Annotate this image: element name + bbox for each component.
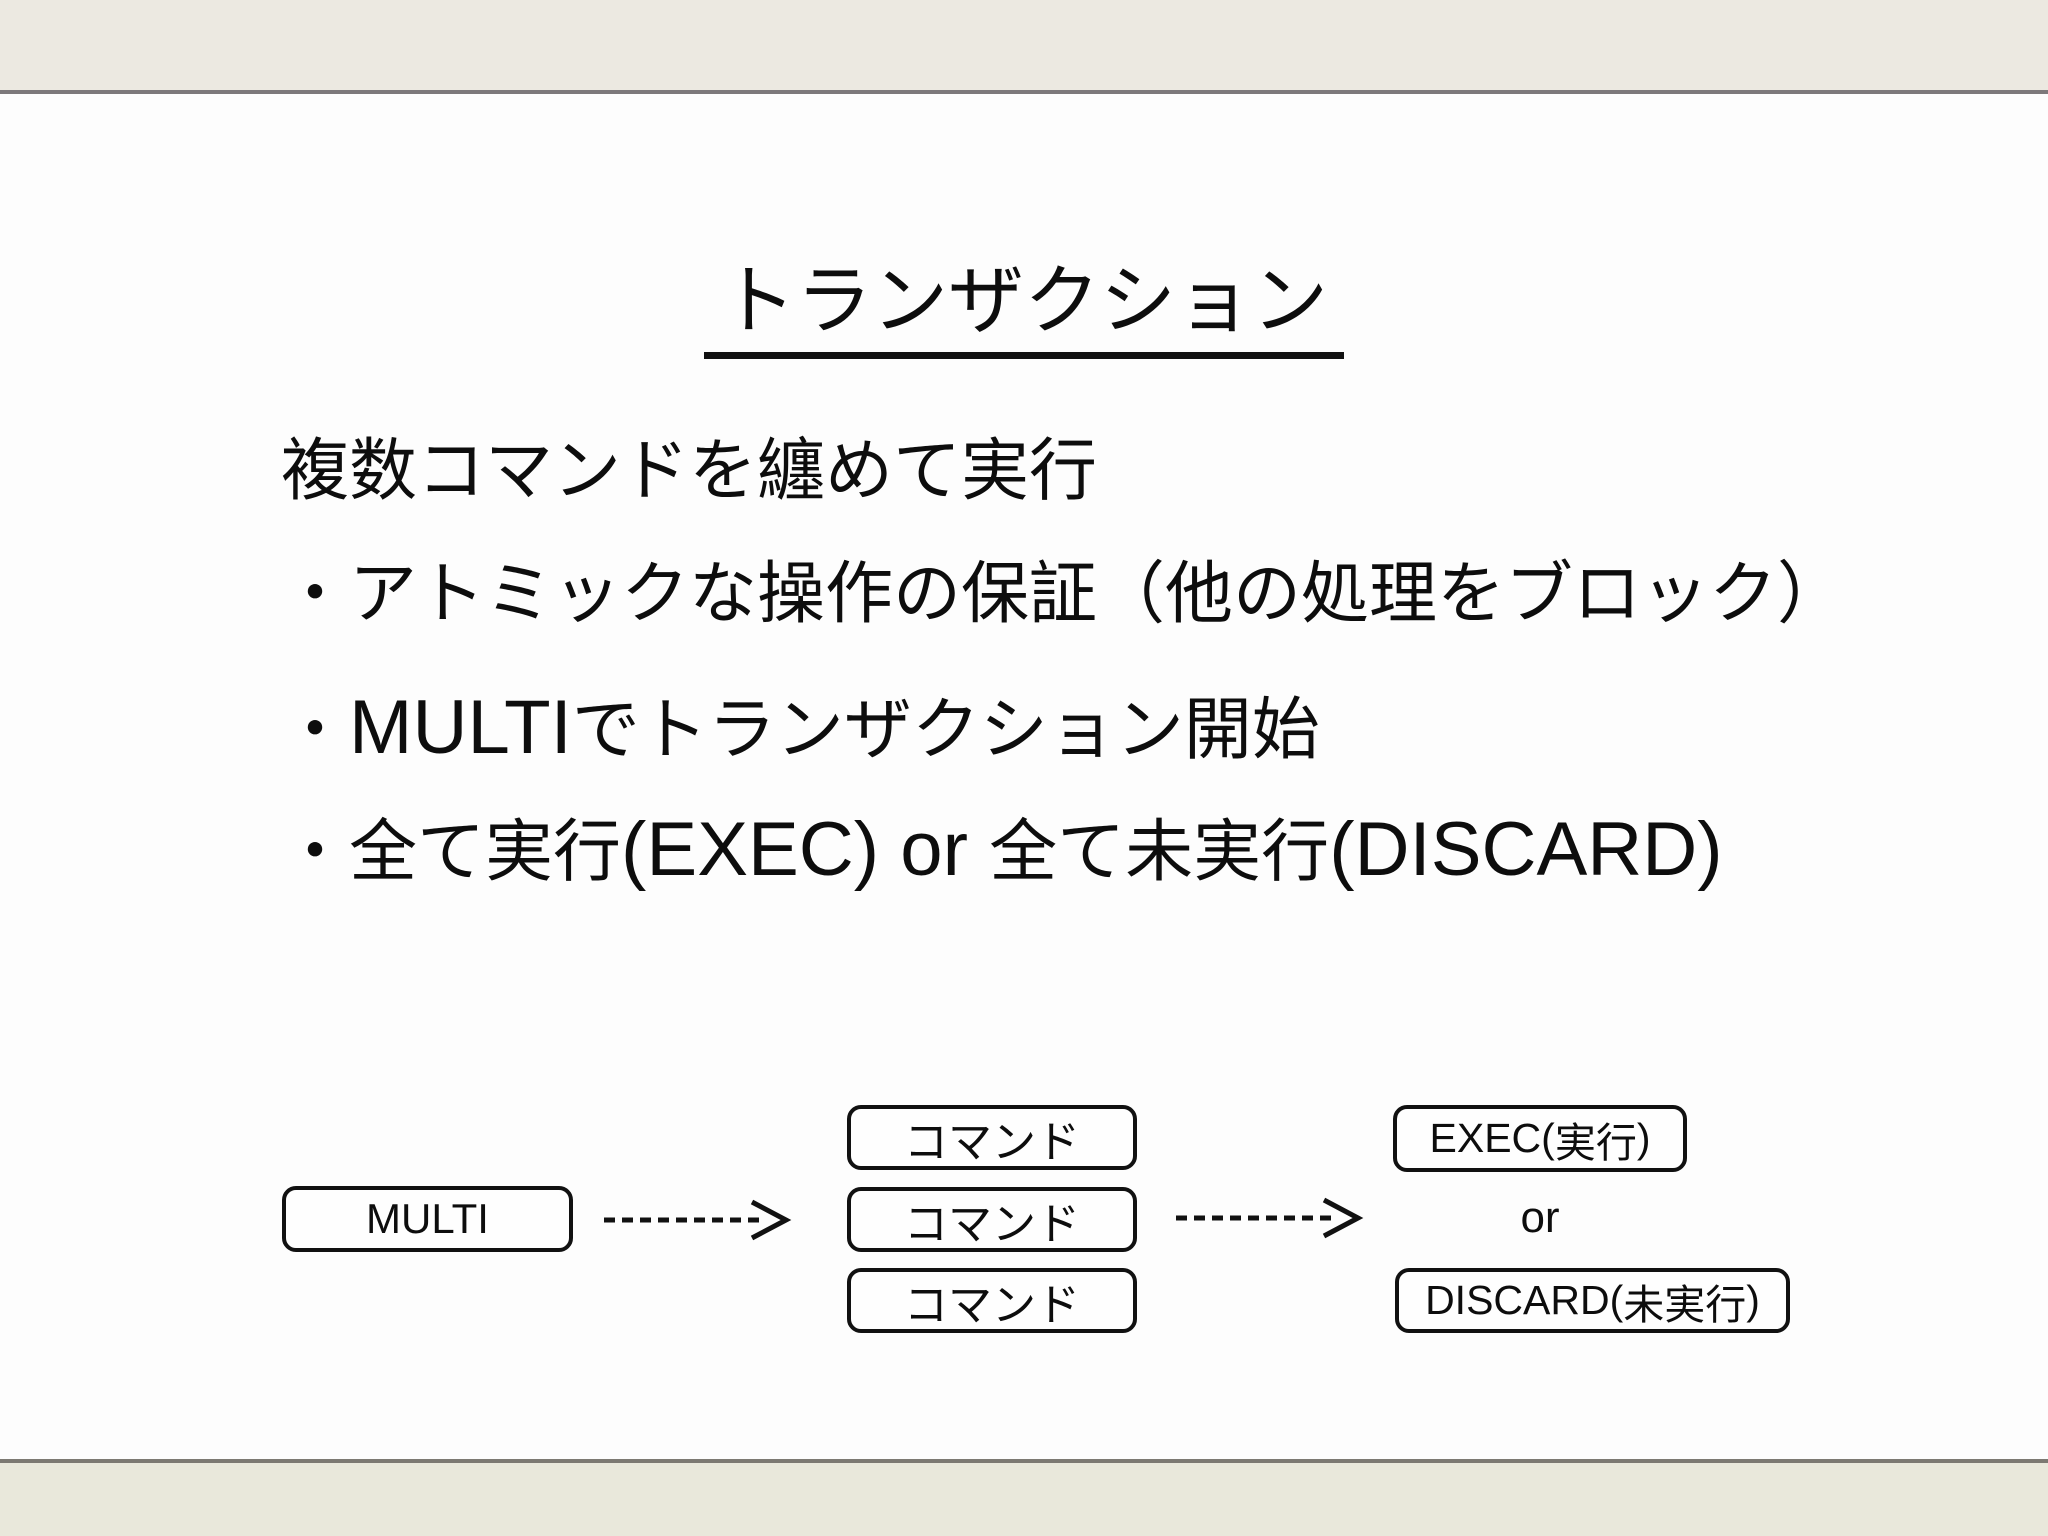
command-node-2: コマンド xyxy=(847,1187,1137,1252)
or-label: or xyxy=(1520,1193,1560,1242)
discard-node-jp: 未実行 xyxy=(1623,1281,1747,1328)
command-node-1-label: コマンド xyxy=(904,1117,1080,1167)
bullet-atomic: ・アトミックな操作の保証（他の処理をブロック） xyxy=(281,560,1845,628)
bullet-exec-latin1: (EXEC) or xyxy=(621,807,990,892)
bullet-exec-jp2: 全て未実行 xyxy=(989,814,1330,890)
bullet-exec-latin2: (DISCARD) xyxy=(1329,807,1723,892)
bullet-marker: ・ xyxy=(281,692,350,768)
exec-node: EXEC(実行) xyxy=(1393,1105,1687,1172)
slide-title-text: トランザクション xyxy=(704,258,1344,359)
intro-text: 複数コマンドを纏めて実行 xyxy=(281,433,1098,509)
intro-line: 複数コマンドを纏めて実行 xyxy=(281,437,1097,505)
discard-node-close: ) xyxy=(1746,1277,1760,1323)
dashed-arrow-right xyxy=(1176,1197,1364,1239)
command-node-1: コマンド xyxy=(847,1105,1137,1170)
top-bar xyxy=(0,0,2048,94)
command-node-3: コマンド xyxy=(847,1268,1137,1333)
discard-node-latin: DISCARD( xyxy=(1425,1277,1624,1323)
exec-node-jp: 実行 xyxy=(1554,1119,1637,1166)
command-node-3-label: コマンド xyxy=(904,1280,1080,1330)
discard-node: DISCARD(未実行) xyxy=(1395,1268,1790,1333)
exec-node-close: ) xyxy=(1636,1115,1651,1161)
bullet-exec-discard: ・全て実行(EXEC) or 全て未実行(DISCARD) xyxy=(281,811,1723,890)
bullet-exec-jp1: 全て実行 xyxy=(349,814,622,890)
bullet-marker: ・ xyxy=(281,556,350,632)
exec-node-latin: EXEC( xyxy=(1429,1115,1555,1161)
bottom-bar xyxy=(0,1459,2048,1536)
dashed-arrow-left xyxy=(604,1199,792,1241)
multi-node-label: MULTI xyxy=(366,1195,489,1242)
bullet-marker: ・ xyxy=(281,814,350,890)
bullet-multi-keyword: MULTI xyxy=(349,685,572,770)
bullet-atomic-text: アトミックな操作の保証（他の処理をブロック） xyxy=(349,556,1846,632)
multi-node: MULTI xyxy=(282,1186,573,1252)
command-node-2-label: コマンド xyxy=(904,1199,1080,1249)
slide-title: トランザクション xyxy=(0,258,2048,359)
bullet-multi-text: でトランザクション開始 xyxy=(571,692,1320,768)
bullet-multi: ・MULTIでトランザクション開始 xyxy=(281,689,1320,768)
